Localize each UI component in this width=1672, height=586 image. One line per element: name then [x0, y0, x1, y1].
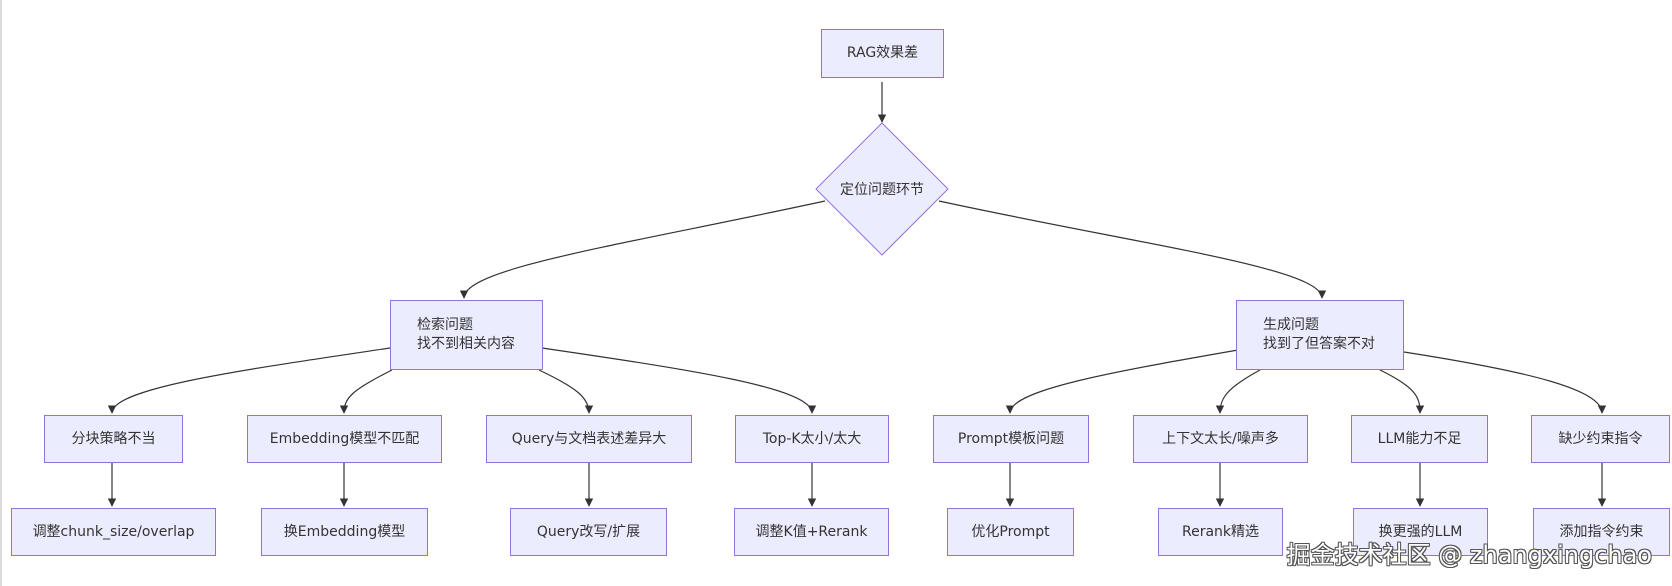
edge-decision-generation — [938, 200, 1327, 299]
generation-title: 生成问题 — [1263, 317, 1319, 333]
edge-retrieval-cause-1 — [107, 347, 391, 414]
watermark: 掘金技术社区 @ zhangxingchao — [1286, 541, 1652, 569]
node-fix-llm: 换更强的LLM — [1353, 508, 1488, 556]
fix-prompt-label: 优化Prompt — [971, 523, 1050, 540]
fix-constraints-label: 添加指令约束 — [1559, 523, 1644, 540]
cause-query-mismatch-label: Query与文档表述差异大 — [511, 430, 667, 447]
node-cause-chunking: 分块策略不当 — [44, 415, 183, 463]
edge-decision-retrieval — [459, 200, 826, 299]
fix-embedding-label: 换Embedding模型 — [283, 523, 406, 540]
node-fix-rerank: Rerank精选 — [1158, 508, 1283, 556]
edge-retrieval-cause-3 — [538, 369, 594, 414]
node-cause-context: 上下文太长/噪声多 — [1133, 415, 1308, 463]
generation-subtitle: 找到了但答案不对 — [1263, 336, 1375, 352]
retrieval-subtitle: 找不到相关内容 — [417, 336, 515, 352]
fix-query-rewrite-label: Query改写/扩展 — [536, 523, 641, 540]
edge-retrieval-cause-4 — [541, 347, 817, 414]
node-cause-prompt: Prompt模板问题 — [933, 415, 1089, 463]
node-generation-problem: 生成问题 找到了但答案不对 — [1236, 300, 1404, 370]
node-cause-embedding: Embedding模型不匹配 — [247, 415, 442, 463]
node-fix-chunking: 调整chunk_size/overlap — [11, 508, 216, 556]
node-retrieval-problem: 检索问题 找不到相关内容 — [390, 300, 543, 370]
cause-embedding-label: Embedding模型不匹配 — [269, 430, 420, 447]
cause-topk-label: Top-K太小/太大 — [762, 430, 862, 447]
cause-constraints-label: 缺少约束指令 — [1558, 430, 1643, 447]
edge-retrieval-cause-2 — [339, 369, 393, 414]
cause-context-label: 上下文太长/噪声多 — [1162, 430, 1279, 447]
edge-generation-cause-1 — [1005, 349, 1239, 414]
cause-prompt-label: Prompt模板问题 — [957, 430, 1065, 447]
node-cause-query-mismatch: Query与文档表述差异大 — [486, 415, 692, 463]
node-fix-prompt: 优化Prompt — [947, 508, 1074, 556]
node-fix-query-rewrite: Query改写/扩展 — [510, 508, 667, 556]
fix-chunking-label: 调整chunk_size/overlap — [32, 523, 195, 540]
fix-rerank-label: Rerank精选 — [1181, 523, 1260, 540]
edge-generation-cause-4 — [1403, 351, 1607, 414]
edge-generation-cause-3 — [1379, 369, 1425, 414]
retrieval-title: 检索问题 — [417, 317, 473, 333]
cause-llm-label: LLM能力不足 — [1377, 430, 1462, 447]
node-root-label: RAG效果差 — [846, 45, 919, 61]
node-cause-topk: Top-K太小/太大 — [735, 415, 889, 463]
cause-chunking-label: 分块策略不当 — [71, 430, 156, 447]
node-fix-constraints: 添加指令约束 — [1533, 508, 1670, 556]
node-root: RAG效果差 — [821, 29, 944, 78]
decision-diamond-shape — [815, 122, 949, 256]
fix-topk-label: 调整K值+Rerank — [755, 523, 868, 540]
decision-label: 定位问题环节 — [840, 182, 924, 198]
node-fix-embedding: 换Embedding模型 — [261, 508, 428, 556]
fix-llm-label: 换更强的LLM — [1378, 523, 1463, 540]
node-cause-constraints: 缺少约束指令 — [1531, 415, 1670, 463]
node-fix-topk: 调整K值+Rerank — [734, 508, 889, 556]
node-cause-llm: LLM能力不足 — [1351, 415, 1488, 463]
edge-generation-cause-2 — [1215, 369, 1261, 414]
